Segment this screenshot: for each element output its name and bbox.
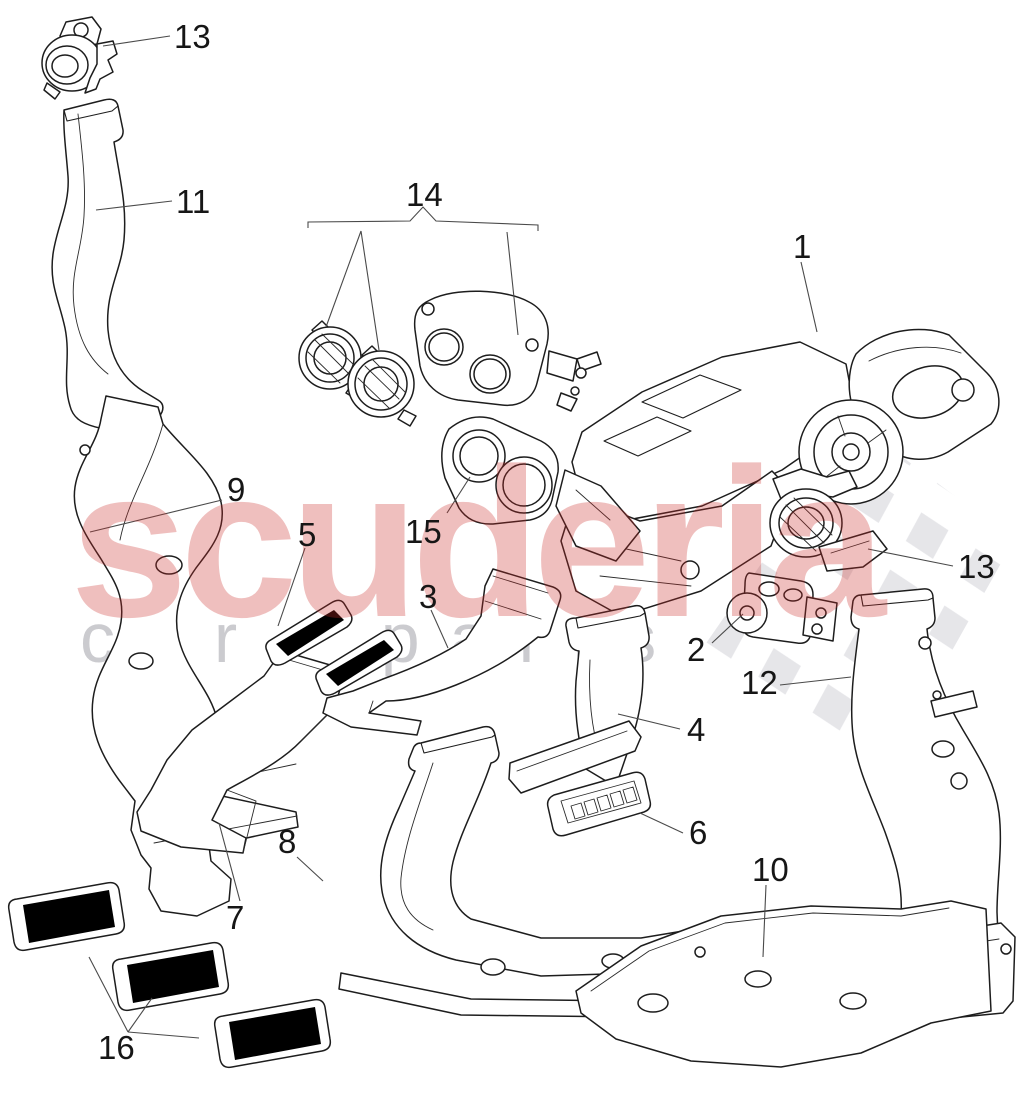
callout-6: 6 [689, 814, 707, 851]
callout-16: 16 [98, 1029, 135, 1066]
part-6-grille-drawing [546, 771, 652, 837]
watermark-brand: scuderia [70, 424, 888, 661]
callout-8: 8 [278, 823, 296, 860]
callout-2: 2 [687, 631, 705, 668]
callout-12: 12 [741, 664, 778, 701]
callout-5: 5 [298, 516, 316, 553]
part-10-floor-duct-drawing [575, 900, 992, 1068]
callout-11: 11 [176, 183, 210, 220]
callout-9: 9 [227, 471, 245, 508]
part-13-actuator-top-left-drawing [41, 16, 118, 100]
callout-4: 4 [687, 711, 705, 748]
part-1-hvac-unit-drawing [555, 328, 1000, 617]
part-3-duct-drawing [322, 568, 562, 736]
callout-14: 14 [406, 176, 443, 213]
part-13-actuator-right-drawing [769, 468, 888, 572]
callout-15: 15 [405, 513, 442, 550]
part-14-dial-vents-drawing [298, 320, 417, 427]
callout-3: 3 [419, 578, 437, 615]
leader-lines [88, 35, 954, 1039]
callout-1: 1 [793, 228, 811, 265]
callout-13-top-left: 13 [174, 18, 211, 55]
callout-13-right: 13 [958, 548, 995, 585]
callout-7: 7 [226, 899, 244, 936]
part-11-duct-drawing [51, 98, 164, 437]
part-2-valve-drawing [726, 572, 838, 645]
callout-10: 10 [752, 851, 789, 888]
part-4-duct-drawing [508, 604, 650, 794]
part-15-double-vent-drawing [441, 416, 559, 525]
callout-labels: 13 11 14 1 9 5 15 13 3 2 12 4 6 8 10 7 1… [98, 18, 995, 1066]
part-14-bezel-drawing [413, 290, 602, 412]
